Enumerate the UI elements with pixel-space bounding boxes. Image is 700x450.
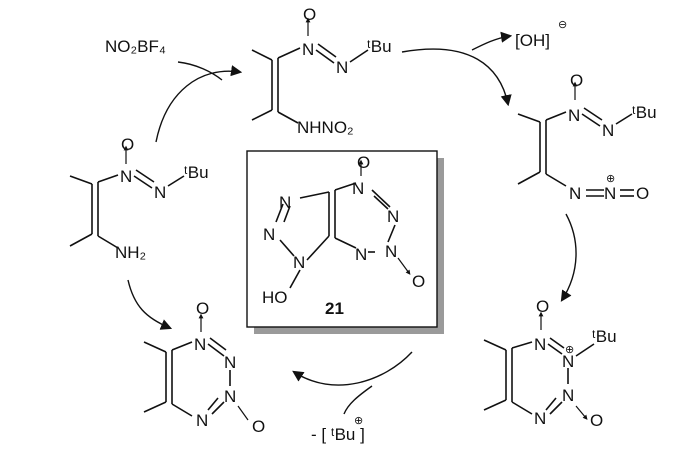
atom-n: N <box>562 352 574 371</box>
arrow-bottom-right-to-bottom-left <box>292 351 413 386</box>
compound-number: 21 <box>325 299 344 318</box>
atom-n: N <box>385 242 397 261</box>
atom-o: O <box>412 272 425 291</box>
atom-n: N <box>534 409 546 428</box>
tbu-label: ᵗBu <box>367 37 392 56</box>
compound-21-structure: O N N N N O N N N HO 21 <box>262 153 425 318</box>
atom-n: N <box>302 40 314 59</box>
atom-o: O <box>252 417 265 436</box>
arrow-hydroxide-out <box>471 31 513 51</box>
atom-o: O <box>303 5 316 24</box>
structure-right-diazonium: O N N ᵗBu N N ⊕ O <box>517 71 657 203</box>
tbu-label: ᵗBu <box>592 327 617 346</box>
atom-n: N <box>562 386 574 405</box>
atom-o: O <box>536 297 549 316</box>
tbu-label: ᵗBu <box>184 163 209 182</box>
atom-n: N <box>293 253 305 272</box>
plus-charge: ⊕ <box>606 173 615 185</box>
atom-o: O <box>636 184 649 203</box>
atom-o: O <box>121 135 134 154</box>
arrow-tbu-out <box>343 385 373 415</box>
atom-n: N <box>568 106 580 125</box>
atom-n: N <box>387 207 399 226</box>
atom-n: N <box>224 353 236 372</box>
atom-n: N <box>604 184 616 203</box>
structure-bottom-left-product: O N N N N O <box>143 299 265 436</box>
atom-n: N <box>120 167 132 186</box>
atom-n: N <box>336 58 348 77</box>
atom-n: N <box>352 179 364 198</box>
minus-charge: ⊖ <box>558 19 567 31</box>
plus-charge: ⊕ <box>565 344 574 356</box>
compound-21-box <box>246 150 444 334</box>
hydroxide-byproduct: [OH] <box>515 31 550 50</box>
nhno2-label: NHNO₂ <box>297 118 354 137</box>
nh2-label: NH₂ <box>115 243 146 262</box>
atom-n: N <box>224 387 236 406</box>
hydroxy-label: HO <box>262 288 288 307</box>
arrow-right-to-bottom-right <box>560 213 577 302</box>
tbu-label: ᵗBu <box>632 103 657 122</box>
atom-n: N <box>602 121 614 140</box>
atom-n: N <box>534 335 546 354</box>
atom-n: N <box>194 335 206 354</box>
atom-n: N <box>569 184 581 203</box>
atom-n: N <box>154 183 166 202</box>
arrow-nitronium-in <box>177 61 223 81</box>
atom-n: N <box>263 225 275 244</box>
arrow-left-to-bottom-left <box>127 279 173 330</box>
atom-o: O <box>196 299 209 318</box>
structure-bottom-right-cation: O N N ⊕ ᵗBu N N O <box>483 297 617 430</box>
plus-charge: ⊕ <box>354 415 363 427</box>
atom-n: N <box>355 245 367 264</box>
atom-o: O <box>357 153 370 172</box>
atom-o: O <box>570 71 583 90</box>
arrow-top-to-right <box>401 48 512 107</box>
tbu-cation-loss: - [ ᵗBu ] <box>311 425 365 444</box>
atom-n: N <box>196 411 208 430</box>
structure-top-nhno2: O N N ᵗBu NHNO₂ <box>251 5 392 137</box>
atom-n: N <box>279 193 291 212</box>
nitronium-reagent: NO₂BF₄ <box>105 37 166 56</box>
atom-o: O <box>590 411 603 430</box>
structure-left-amine: O N N ᵗBu NH₂ <box>69 135 209 262</box>
arrow-left-to-top <box>155 65 243 143</box>
